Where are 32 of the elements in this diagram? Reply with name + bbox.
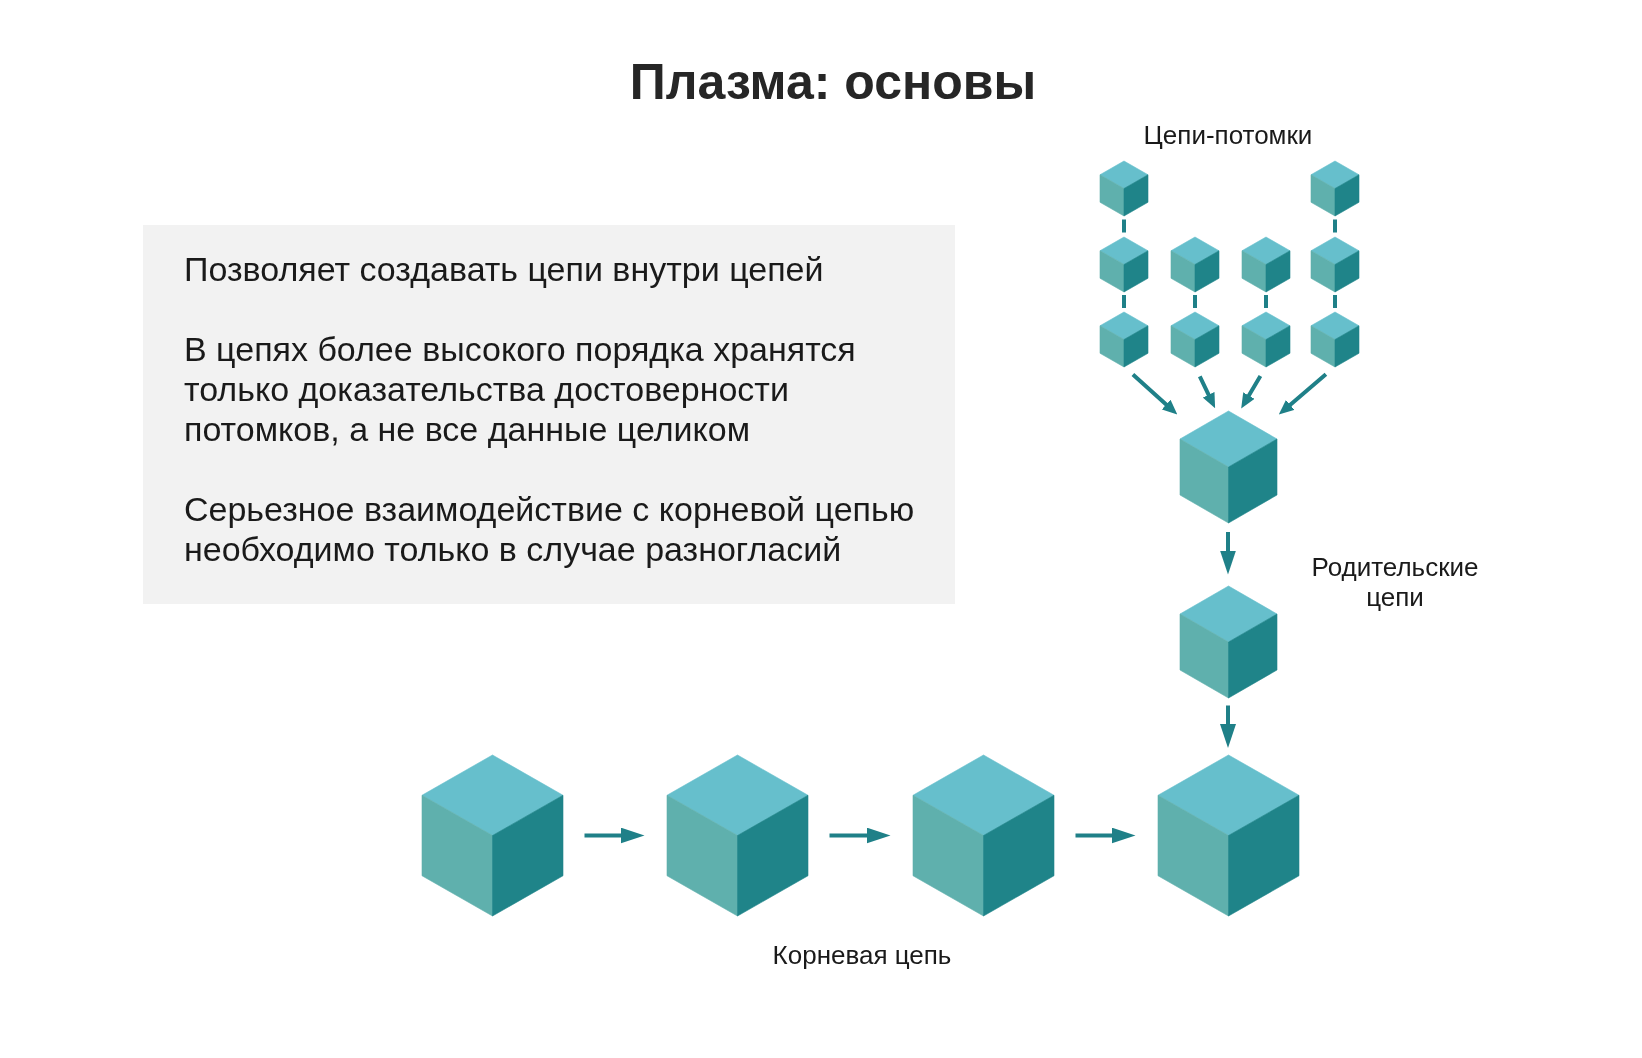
arrow [1220, 532, 1236, 575]
cube [1242, 236, 1290, 292]
cube [1171, 236, 1219, 292]
cube [1100, 236, 1148, 292]
arrow [1220, 705, 1236, 748]
cube [666, 755, 808, 916]
cube [1311, 311, 1359, 367]
arrow [829, 827, 891, 844]
arrow [1239, 374, 1263, 410]
title: Плазма: основы [628, 53, 1038, 112]
cube [1179, 411, 1277, 523]
description-text: В цепях более высокого порядка хранятся только доказательства достоверности потомков, а не все данные целиком [184, 329, 857, 449]
arrow [1131, 373, 1179, 417]
section-label: Родительские цепи [1310, 552, 1480, 612]
cube [1311, 160, 1359, 216]
cube [1179, 585, 1277, 698]
section-label: Корневая цепь [771, 940, 953, 970]
arrow [584, 827, 645, 844]
arrow [1198, 375, 1217, 410]
cube [1311, 236, 1359, 292]
cube [1100, 311, 1148, 367]
cube [1100, 160, 1148, 216]
arrow [1075, 827, 1136, 844]
description-text: Позволяет создавать цепи внутри цепей [184, 249, 825, 289]
section-label: Цепи-потомки [1142, 120, 1314, 150]
cube [912, 755, 1054, 916]
cube [1242, 311, 1290, 367]
cube [1157, 755, 1299, 916]
description-text: Серьезное взаимодействие с корневой цепью необходимо только в случае разногласий [184, 489, 916, 569]
arrow [1277, 372, 1328, 417]
cube [1171, 311, 1219, 367]
cube [421, 755, 563, 916]
